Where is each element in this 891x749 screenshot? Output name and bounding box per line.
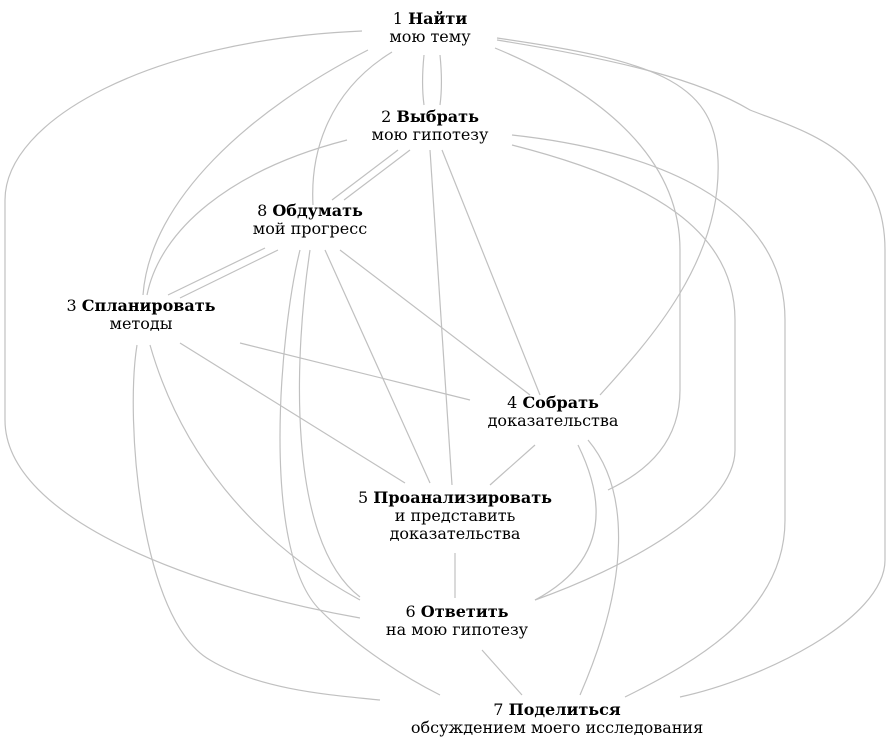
node-number: 3 [66, 296, 77, 315]
node-number: 2 [381, 107, 392, 126]
node-subtitle: мою тему [389, 27, 471, 46]
edge-1-7 [496, 39, 886, 698]
node-subtitle: методы [109, 314, 173, 333]
edge-8-6 [298, 249, 361, 598]
edge-8-7 [279, 249, 441, 696]
node-1-find: 1 Найти мою тему [389, 10, 470, 46]
edge-4-7 [579, 439, 620, 696]
edge-1-4 [496, 37, 719, 396]
node-title: Найти [408, 9, 468, 28]
node-title: Выбрать [396, 107, 479, 126]
node-subtitle: доказательства [389, 524, 521, 543]
node-number: 6 [405, 602, 416, 621]
node-number: 8 [257, 201, 268, 220]
node-title: Проанализировать [373, 488, 553, 507]
node-subtitle: доказательства [487, 411, 619, 430]
node-subtitle: и представить [394, 506, 516, 525]
node-subtitle: обсуждением моего исследования [410, 718, 704, 737]
edge-3-5 [179, 342, 406, 484]
node-subtitle: мой прогресс [252, 219, 368, 238]
edge-2-3 [146, 139, 348, 296]
edge-1-8 [312, 51, 393, 206]
edge-6-7 [481, 649, 523, 696]
node-7-share: 7 Поделиться обсуждением моего исследова… [411, 701, 703, 737]
edge-1-2b [439, 54, 443, 106]
edge-2-7 [511, 134, 786, 698]
node-8-reflect: 8 Обдумать мой прогресс [253, 202, 367, 238]
node-title: Спланировать [81, 296, 216, 315]
node-4-collect: 4 Собрать доказательства [488, 394, 619, 430]
edge-2-8b [343, 149, 411, 201]
edge-8-3a [167, 247, 266, 296]
node-subtitle: мою гипотезу [371, 125, 489, 144]
node-number: 1 [392, 9, 403, 28]
node-3-plan: 3 Спланировать методы [66, 297, 215, 333]
edge-2-5 [429, 149, 453, 486]
node-title: Ответить [420, 602, 509, 621]
node-number: 5 [357, 488, 369, 507]
edge-3-7 [132, 344, 381, 701]
edge-4-5 [489, 444, 536, 486]
edge-1-3 [142, 49, 369, 296]
edge-3-6 [149, 344, 361, 601]
edge-8-5 [324, 249, 431, 484]
edge-8-3b [179, 249, 279, 299]
node-number: 7 [493, 700, 504, 719]
node-6-answer: 6 Ответить на мою гипотезу [386, 603, 528, 639]
edge-2-4 [441, 149, 541, 396]
edge-1-5 [494, 47, 681, 491]
edge-1-6 [4, 30, 363, 619]
node-title: Собрать [522, 393, 599, 412]
edge-2-6 [511, 144, 736, 601]
node-5-analyze: 5 Проанализировать и представить доказат… [358, 489, 552, 543]
edge-4-6 [534, 444, 597, 601]
node-title: Обдумать [272, 201, 363, 220]
node-subtitle: на мою гипотезу [385, 620, 529, 639]
node-2-choose: 2 Выбрать мою гипотезу [372, 108, 489, 144]
edge-1-2a [421, 54, 425, 106]
edge-3-4 [239, 342, 471, 401]
edge-2-8a [331, 149, 399, 201]
edge-8-4 [339, 249, 531, 396]
node-number: 4 [507, 393, 518, 412]
node-title: Поделиться [508, 700, 621, 719]
